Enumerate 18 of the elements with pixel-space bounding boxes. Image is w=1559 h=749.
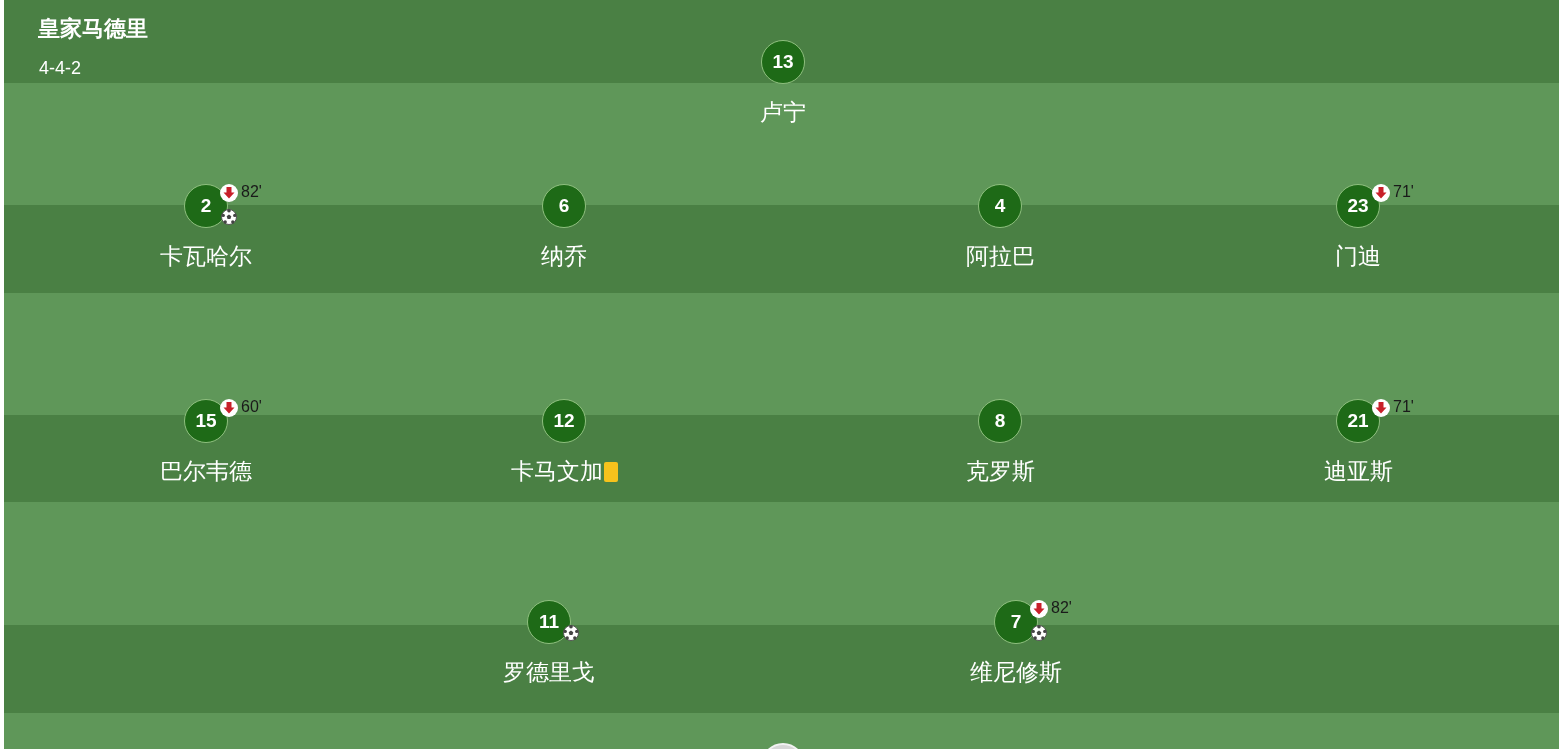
player-name: 卡马文加: [510, 457, 603, 485]
player-name: 门迪: [1335, 242, 1381, 270]
player-name: 巴尔韦德: [160, 457, 252, 485]
player-name: 罗德里戈: [503, 658, 595, 686]
player-name: 卡瓦哈尔: [160, 242, 252, 270]
player-name: 卢宁: [760, 98, 806, 126]
player-name: 迪亚斯: [1323, 457, 1393, 485]
substitution-time: 82': [241, 182, 262, 202]
player-name: 克罗斯: [965, 457, 1035, 485]
substitution-time: 82': [1051, 598, 1072, 618]
substitution-time: 71': [1393, 397, 1414, 417]
substitution-time: 71': [1393, 182, 1414, 202]
player-name: 纳乔: [541, 242, 587, 270]
player-name: 维尼修斯: [970, 658, 1062, 686]
team-name: 皇家马德里: [38, 15, 148, 43]
formation-label: 4-4-2: [39, 57, 82, 79]
substitution-time: 60': [241, 397, 262, 417]
player-name: 阿拉巴: [965, 242, 1035, 270]
